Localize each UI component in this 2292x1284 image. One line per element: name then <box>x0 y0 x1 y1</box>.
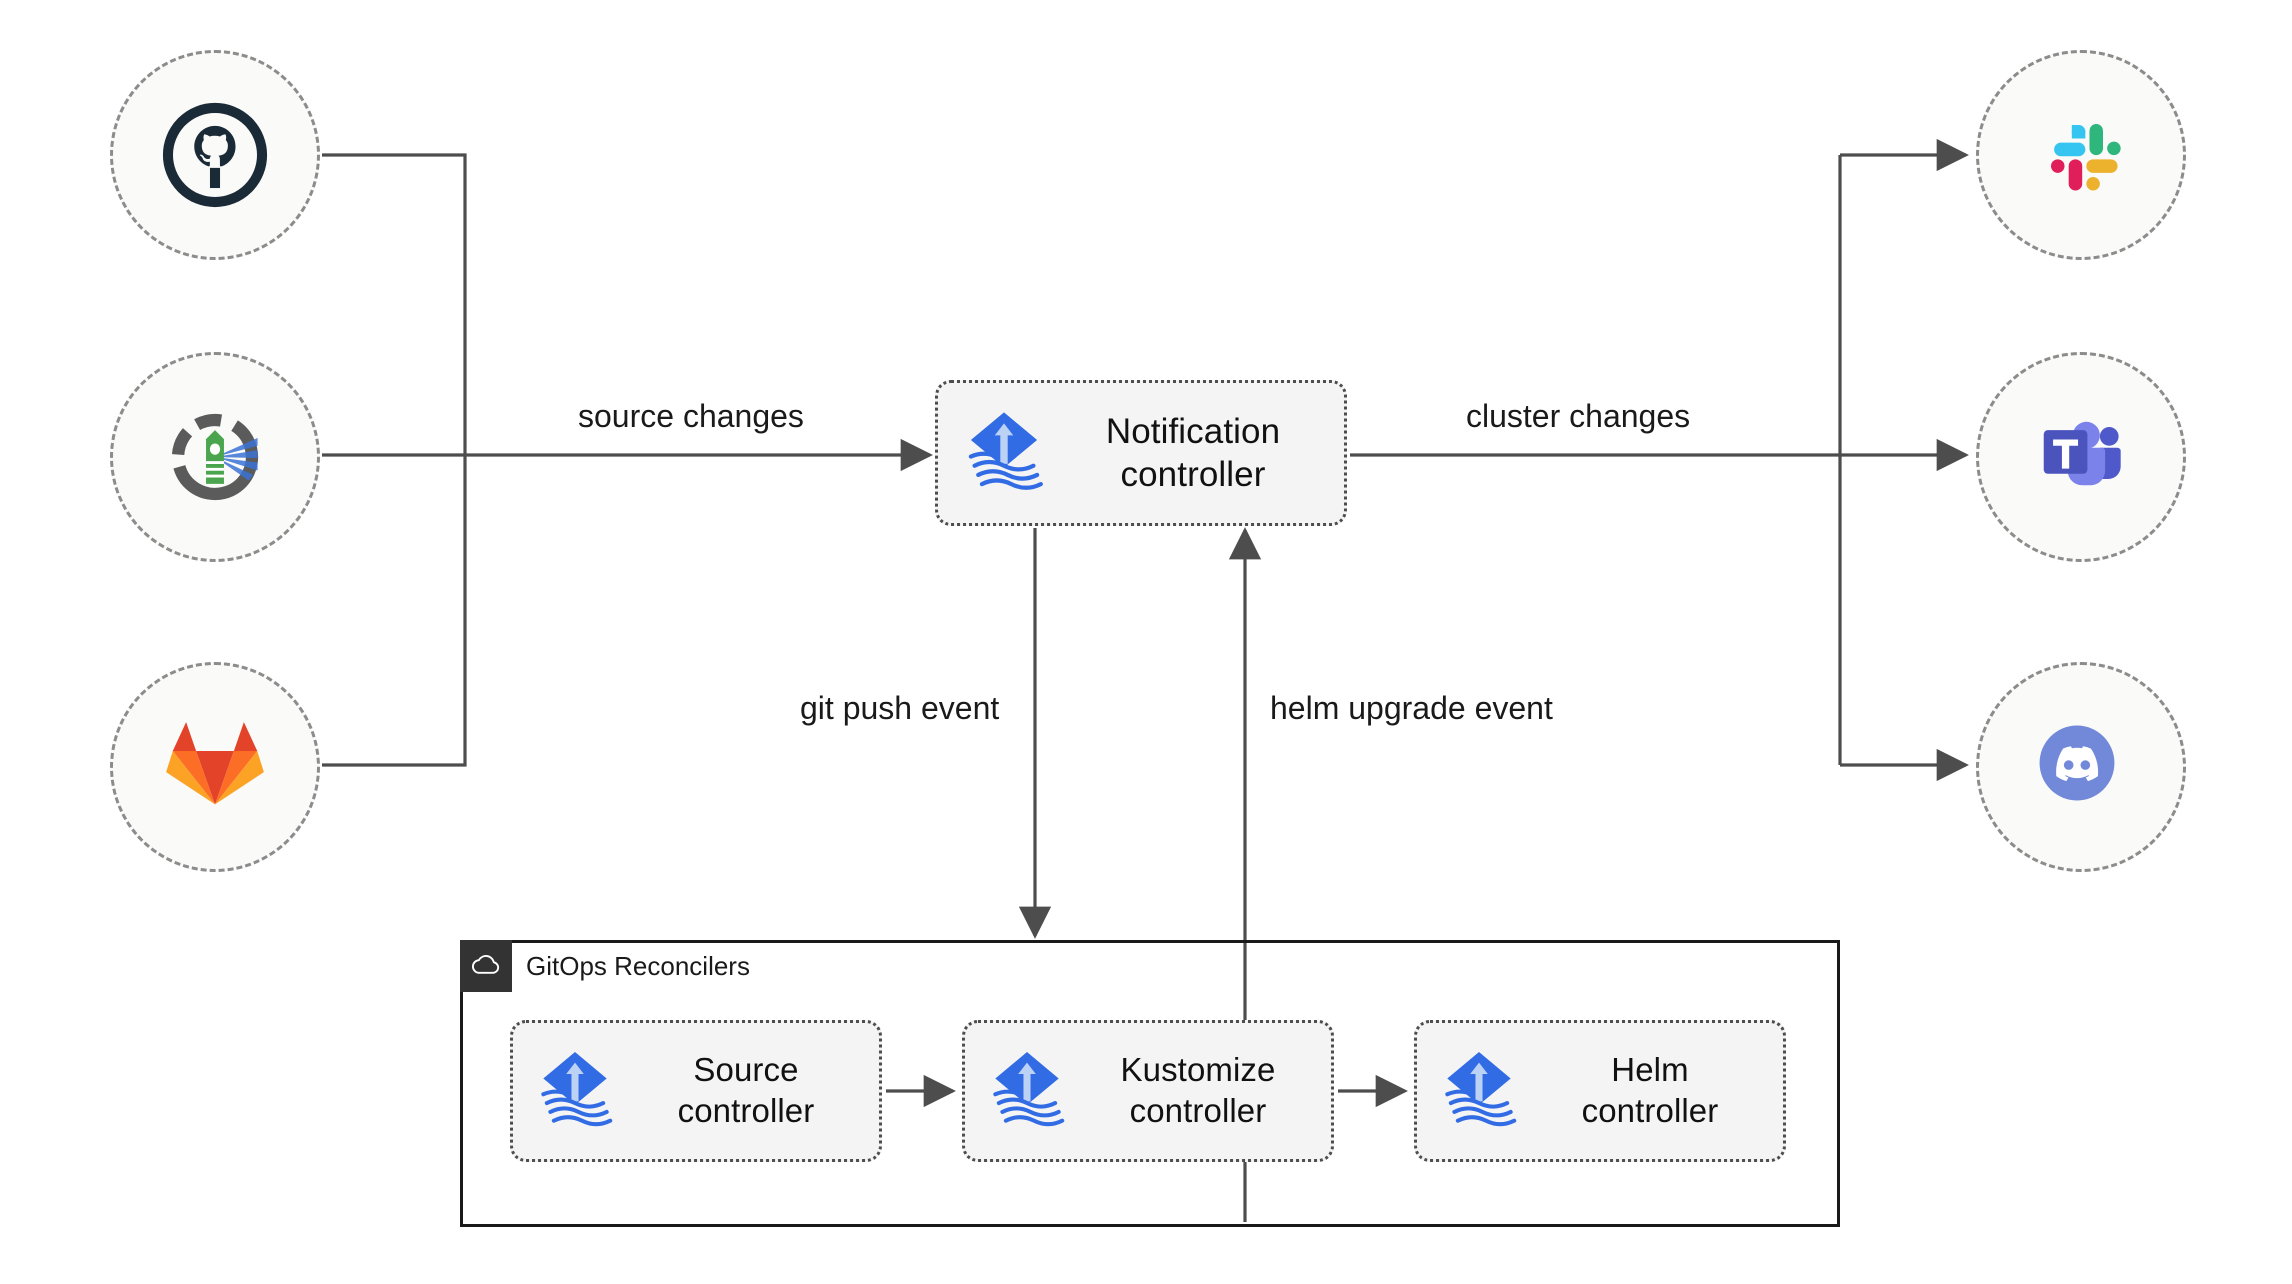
source-controller-label: Source controller <box>629 1050 875 1132</box>
helm-controller-box[interactable]: Helm controller <box>1414 1020 1786 1162</box>
notification-line-1: Notification <box>1105 411 1281 451</box>
notification-controller-label: Notification controller <box>1060 410 1338 497</box>
source-line-1: Source <box>693 1051 799 1089</box>
gitea-icon <box>159 401 271 513</box>
gitlab-icon <box>159 711 271 823</box>
helm-controller-label: Helm controller <box>1533 1050 1779 1132</box>
gitops-reconcilers-container <box>460 940 1840 1227</box>
flux-icon <box>1435 1045 1523 1138</box>
wire-gitlab-to-trunk <box>322 455 467 767</box>
destination-node-slack[interactable] <box>1976 50 2186 260</box>
edge-label-source-changes: source changes <box>578 398 804 434</box>
destination-node-teams[interactable] <box>1976 352 2186 562</box>
source-controller-box[interactable]: Source controller <box>510 1020 882 1162</box>
gitops-reconcilers-header: GitOps Reconcilers <box>460 940 750 992</box>
edge-label-cluster-changes: cluster changes <box>1466 398 1691 434</box>
kustomize-controller-label: Kustomize controller <box>1081 1050 1327 1132</box>
kustomize-controller-box[interactable]: Kustomize controller <box>962 1020 1334 1162</box>
discord-icon <box>2025 711 2137 823</box>
notification-line-2: controller <box>1120 455 1266 494</box>
source-line-2: controller <box>677 1092 815 1129</box>
slack-icon <box>2025 99 2137 211</box>
flux-icon <box>983 1045 1071 1138</box>
teams-icon <box>2025 401 2137 513</box>
source-node-gitlab[interactable] <box>110 662 320 872</box>
destination-node-discord[interactable] <box>1976 662 2186 872</box>
kustomize-line-1: Kustomize <box>1120 1051 1276 1089</box>
github-icon <box>159 99 271 211</box>
cloud-icon <box>460 940 512 992</box>
helm-line-1: Helm <box>1611 1051 1689 1089</box>
edge-label-git-push-event: git push event <box>800 690 1000 726</box>
flux-icon <box>531 1045 619 1138</box>
gitops-reconcilers-title: GitOps Reconcilers <box>526 950 750 981</box>
source-node-gitea[interactable] <box>110 352 320 562</box>
kustomize-line-2: controller <box>1129 1092 1267 1129</box>
wire-github-to-trunk <box>322 153 467 455</box>
edge-label-helm-upgrade-event: helm upgrade event <box>1270 690 1553 726</box>
notification-controller-box[interactable]: Notification controller <box>935 380 1347 526</box>
flux-icon <box>958 405 1050 502</box>
helm-line-2: controller <box>1581 1092 1719 1129</box>
source-node-github[interactable] <box>110 50 320 260</box>
